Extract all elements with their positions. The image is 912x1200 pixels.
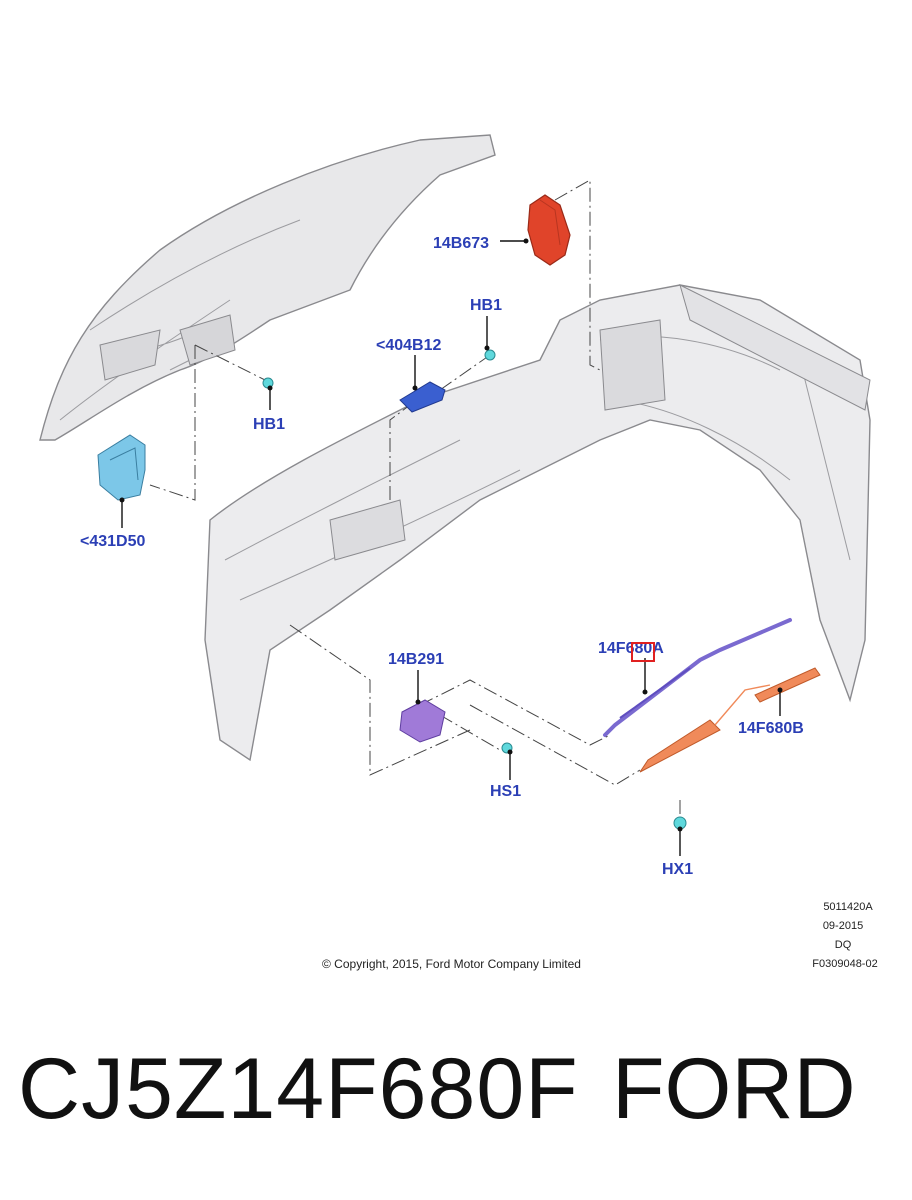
callout-404B12: <404B12 bbox=[376, 337, 441, 354]
copyright-notice: © Copyright, 2015, Ford Motor Company Li… bbox=[322, 957, 581, 971]
callout-hs1: HS1 bbox=[490, 783, 521, 800]
callout-14B291: 14B291 bbox=[388, 651, 444, 668]
meta-date: 09-2015 bbox=[822, 920, 864, 932]
module-14B673[interactable] bbox=[527, 194, 571, 266]
callout-431D50: <431D50 bbox=[80, 533, 145, 550]
connector-404B12[interactable] bbox=[399, 381, 446, 413]
brand-name: FORD bbox=[612, 1041, 856, 1137]
decklid-panel bbox=[39, 134, 496, 441]
rear-body-structure bbox=[204, 284, 871, 762]
callout-14F680B: 14F680B bbox=[738, 720, 804, 737]
meta-figure: F0309048-02 bbox=[812, 958, 878, 970]
clip-hb1-top[interactable] bbox=[484, 349, 496, 361]
bracket-431D50[interactable] bbox=[97, 434, 146, 501]
module-14B291[interactable] bbox=[399, 699, 446, 743]
highlight-box bbox=[631, 642, 655, 662]
callout-hx1: HX1 bbox=[662, 861, 693, 878]
harness-14F680A[interactable] bbox=[603, 618, 792, 737]
meta-author: DQ bbox=[834, 939, 852, 951]
meta-ref: 5011420A bbox=[823, 901, 873, 913]
callout-hb1-top: HB1 bbox=[470, 297, 502, 314]
harness-14F680B[interactable] bbox=[639, 667, 821, 773]
callout-14B673: 14B673 bbox=[433, 235, 489, 252]
parts-diagram: 14B673 HB1 <404B12 HB1 <431D50 14B291 HS… bbox=[39, 134, 871, 878]
callout-hb1-left: HB1 bbox=[253, 416, 285, 433]
part-number: CJ5Z14F680F bbox=[18, 1041, 579, 1137]
leader-lines bbox=[149, 179, 681, 820]
